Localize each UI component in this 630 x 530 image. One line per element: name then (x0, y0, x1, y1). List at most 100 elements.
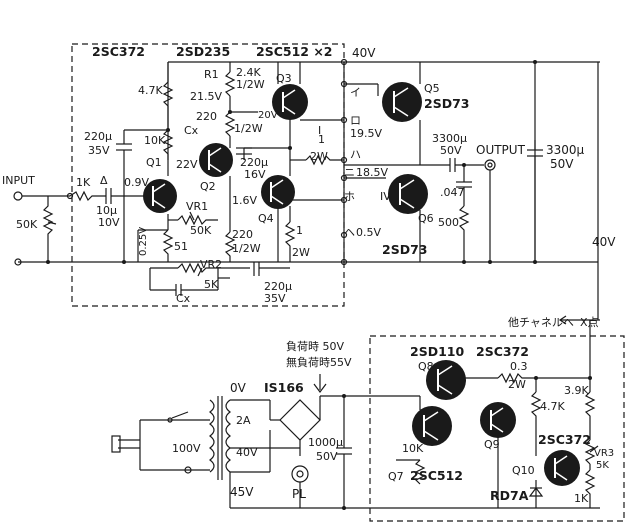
voltage-0-25: 0.25V (138, 227, 149, 256)
value-220: 220 (196, 110, 217, 123)
label-q5: Q5 (424, 82, 440, 95)
node-i: イ (350, 86, 361, 99)
transistor-q4 (261, 175, 295, 209)
power-1b: 2W (292, 246, 310, 259)
node-ha: ハ (350, 148, 361, 161)
value-0-3: 0.3 (510, 360, 528, 373)
cap-220-fb-v: 35V (264, 292, 286, 305)
cap-10u-v: 10V (98, 216, 120, 229)
voltage-0-9: 0.9V (124, 176, 149, 189)
label-q2: Q2 (200, 180, 216, 193)
label-cx2: Cx (176, 292, 191, 305)
cap-3300-out-v: 50V (440, 144, 462, 157)
value-47k: 4.7K (138, 84, 163, 97)
voltage-40v: 40V (352, 46, 376, 60)
value-4-7k: 4.7K (540, 400, 565, 413)
power-220b: 1/2W (232, 242, 261, 255)
type-t1: 2SC372 (92, 44, 145, 59)
transistor-q5 (382, 82, 422, 122)
power-0-3: 2W (508, 378, 526, 391)
node-roman-iv: IV (380, 190, 391, 203)
label-cx1: Cx (184, 124, 199, 137)
label-cap-1000: 1000μ (308, 436, 343, 449)
label-cap-1000-v: 50V (316, 450, 338, 463)
label-tap-40v: 40V (236, 446, 258, 459)
value-1b: 1 (296, 224, 303, 237)
node-he: ヘ (344, 226, 355, 239)
node-roman-i: I (318, 124, 321, 137)
node-markers (46, 58, 537, 266)
power-supply-wiring (111, 374, 600, 510)
cap-3300-out: 3300μ (432, 132, 467, 145)
value-3-9k: 3.9K (564, 384, 589, 397)
voltage-1-6: 1.6V (232, 194, 257, 207)
label-q8: Q8 (418, 360, 434, 373)
power-r1: 1/2W (236, 78, 265, 91)
value-51: 51 (174, 240, 188, 253)
voltage-0-5: 0.5V (356, 226, 381, 239)
output-stage (344, 62, 543, 262)
value-vr3: 5K (596, 460, 609, 471)
label-q7: Q7 (388, 470, 404, 483)
transistor-q3 (272, 84, 308, 120)
label-tap-0v: 0V (230, 381, 247, 395)
value-vr2: 5K (204, 278, 219, 291)
type-t2: 2SD235 (176, 44, 230, 59)
cap-047: .047 (440, 186, 465, 199)
input-section (13, 188, 148, 266)
transistor-q6 (388, 174, 428, 214)
type-t5: 2SD73 (382, 242, 427, 257)
value-1: 1 (318, 133, 325, 146)
cap-10u: 10μ (96, 204, 117, 217)
node-ho: ホ (344, 190, 355, 203)
io-input: INPUT (2, 174, 35, 187)
cap-220-16-v: 16V (244, 168, 266, 181)
amp-wiring (116, 62, 345, 296)
label-tap-45v: 45V (230, 485, 254, 499)
value-vr1: 50K (190, 224, 212, 237)
value-220b: 220 (232, 228, 253, 241)
node-ni: ニ (344, 166, 355, 179)
rails (18, 61, 600, 320)
label-vr3: VR3 (594, 448, 614, 459)
type-q7: 2SC512 (410, 468, 463, 483)
regulator-module-box (369, 335, 625, 522)
label-q10: Q10 (512, 464, 535, 477)
cap-3300-sup-v: 50V (550, 157, 574, 171)
value-1k-in: 1K (76, 176, 91, 189)
transistor-q7 (412, 406, 452, 446)
label-x-point: X点 (580, 316, 599, 329)
value-50k-in: 50K (16, 218, 38, 231)
type-q9: 2SC372 (476, 344, 529, 359)
label-100v: 100V (172, 442, 201, 455)
voltage-18-5: 18.5V (356, 166, 388, 179)
label-zener: RD7A (490, 488, 529, 503)
type-t3: 2SC512 ×2 (256, 44, 333, 59)
transistor-q9 (480, 402, 516, 438)
label-fuse-2a: 2A (236, 414, 251, 427)
io-output: OUTPUT (476, 143, 526, 157)
type-q5: 2SD73 (424, 96, 469, 111)
label-vr1: VR1 (186, 200, 208, 213)
value-10k: 10K (144, 134, 166, 147)
transistor-q2 (199, 143, 233, 177)
value-500: 500 (438, 216, 459, 229)
voltage-19-5: 19.5V (350, 127, 382, 140)
label-q9: Q9 (484, 438, 500, 451)
cap-220-16: 220μ (240, 156, 268, 169)
label-q3: Q3 (276, 72, 292, 85)
label-load-on: 負荷時 50V (286, 340, 344, 353)
value-1k-reg: 1K (574, 492, 589, 505)
cap-3300-sup: 3300μ (546, 143, 585, 157)
cap-delta: Δ (100, 174, 108, 187)
transistor-q10 (544, 450, 580, 486)
cap-220-35-v: 35V (88, 144, 110, 157)
voltage-20: 20V (258, 110, 278, 121)
label-diode: IS166 (264, 380, 304, 395)
transistor-q1 (143, 179, 177, 213)
node-ro: ロ (350, 114, 361, 127)
type-q8: 2SD110 (410, 344, 464, 359)
label-r1: R1 (204, 68, 219, 81)
label-vr2: VR2 (200, 258, 222, 271)
